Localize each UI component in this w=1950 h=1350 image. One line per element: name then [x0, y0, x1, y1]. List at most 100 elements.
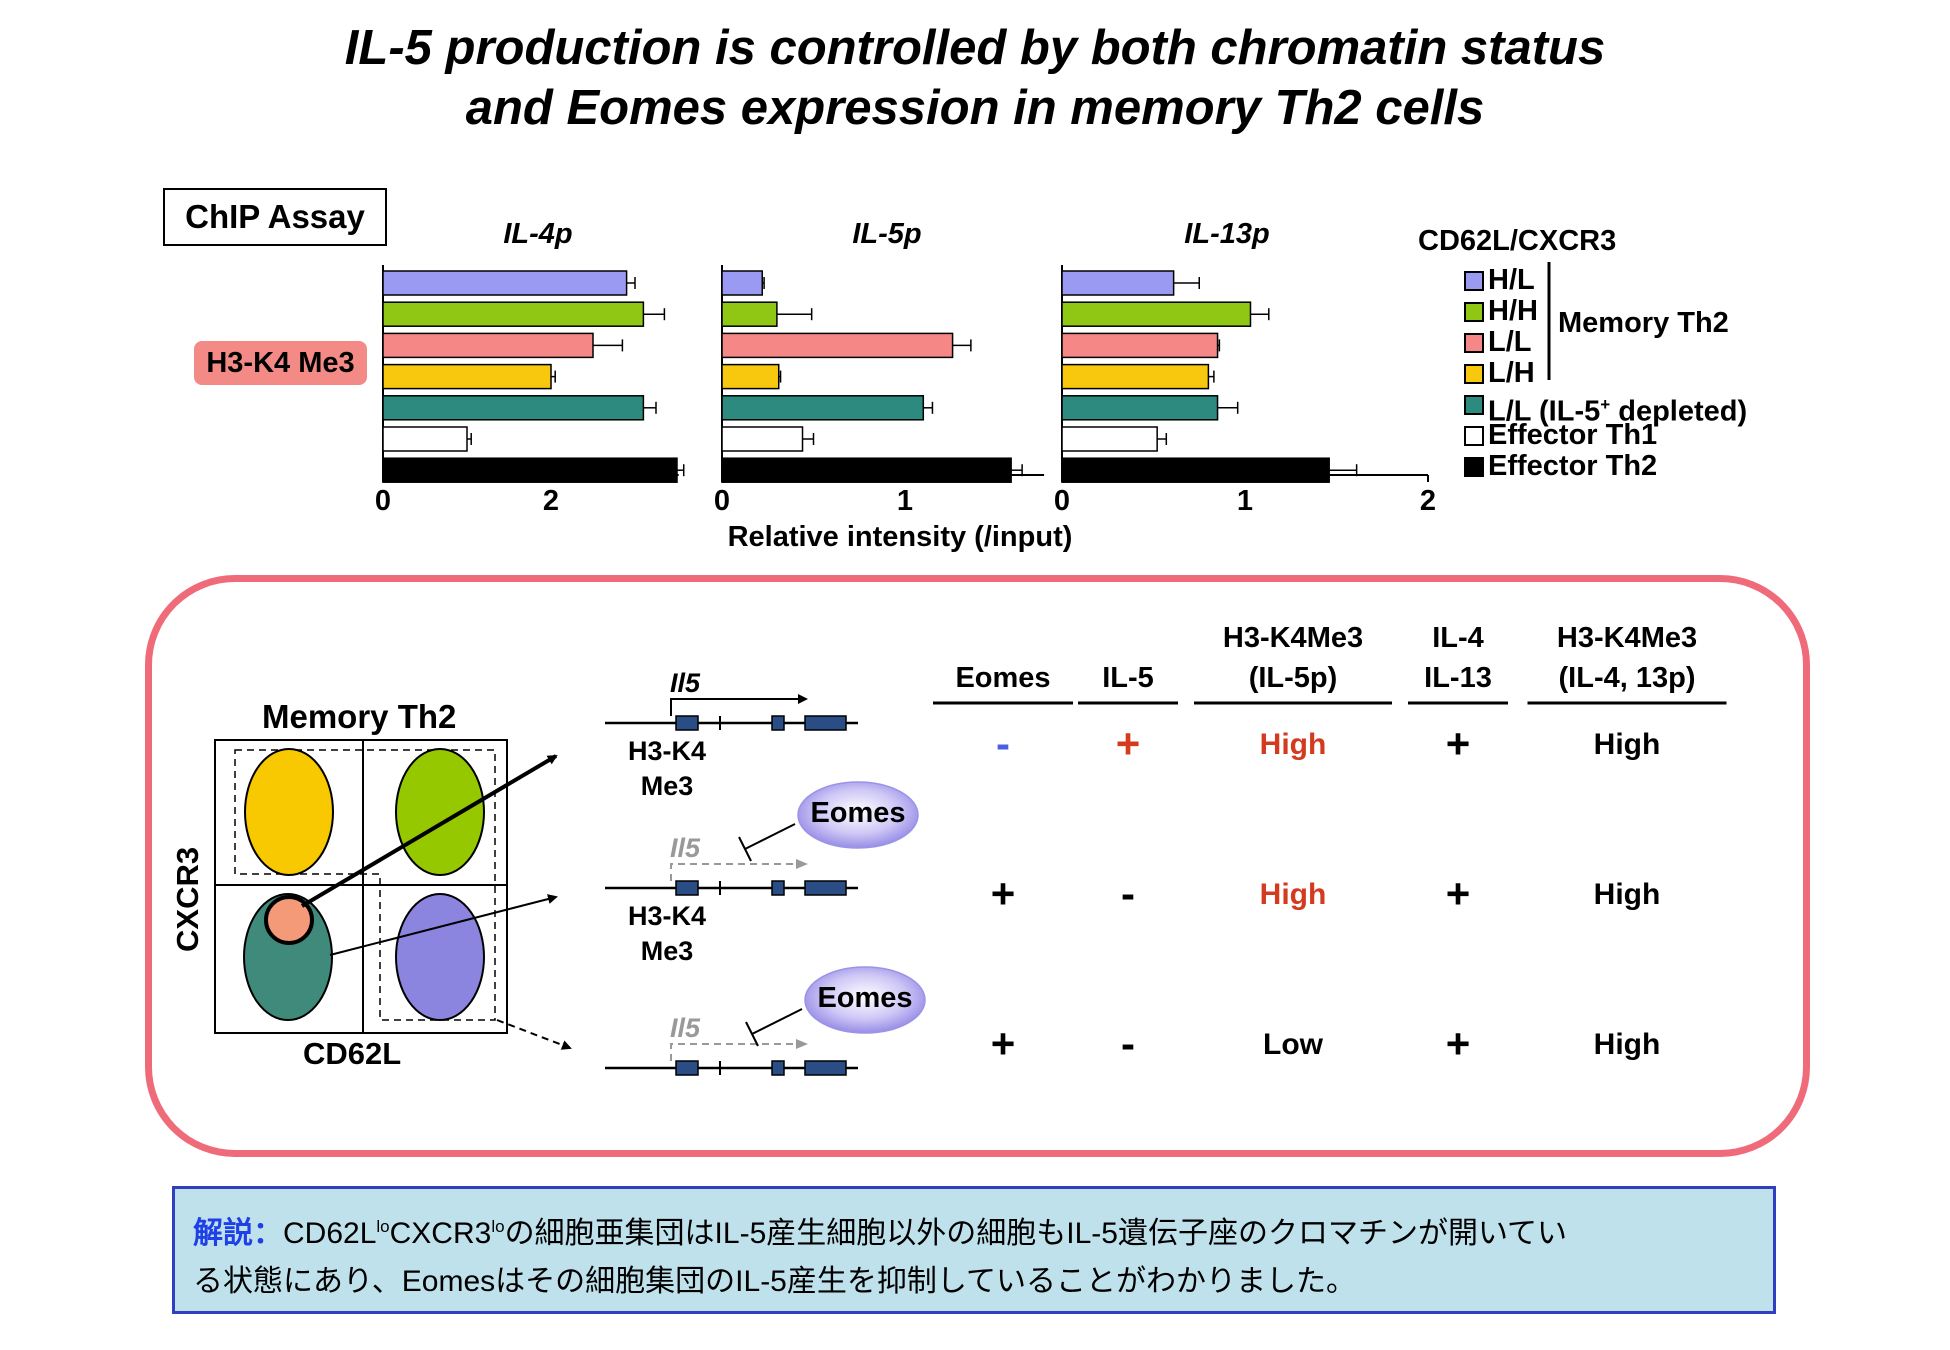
legend-label-text: Effector Th1	[1488, 419, 1658, 451]
legend-swatch	[1464, 364, 1484, 384]
il5-producer-subset	[264, 895, 314, 945]
blocked-transcription-arrow	[670, 859, 808, 881]
legend-label: L/L	[1488, 327, 1532, 358]
legend-label-text: L/L	[1488, 326, 1532, 358]
bar	[382, 395, 645, 421]
bar	[1061, 395, 1219, 421]
panel-title: IL-5p	[852, 218, 921, 250]
inhibition-bar	[738, 836, 752, 862]
inhibition-bar	[745, 1021, 759, 1047]
table-cell: -	[996, 720, 1010, 767]
legend-label-text: L/L (IL-5	[1488, 395, 1601, 428]
mark-line-2: Me3	[640, 771, 694, 801]
table-cell: High	[1593, 728, 1661, 761]
eomes-label: Eomes	[817, 982, 913, 1014]
legend-label-sup: +	[1600, 395, 1611, 414]
exon	[804, 1060, 847, 1076]
population-hl	[244, 748, 334, 876]
x-axis-label: Relative intensity (/input)	[728, 521, 1073, 553]
panel-title: IL-13p	[1184, 218, 1269, 250]
bar	[721, 301, 778, 327]
x-tick-label: 0	[1054, 485, 1070, 517]
legend-group-label: Memory Th2	[1558, 307, 1729, 339]
table-header: IL-5	[1018, 658, 1238, 698]
legend-swatch	[1464, 333, 1484, 353]
flow-y-axis-label: CXCR3	[170, 846, 205, 952]
table-header-line: IL-4	[1432, 622, 1484, 654]
panel-title: IL-4p	[503, 218, 572, 250]
legend-label-text: Effector Th2	[1488, 450, 1658, 482]
table-cell: High	[1593, 878, 1661, 911]
x-tick-label: 2	[1420, 485, 1436, 517]
legend-label: Effector Th1	[1488, 420, 1657, 451]
flow-plot-frame	[214, 739, 508, 1034]
note-text-1c: の細胞亜集団はIL-5産生細胞以外の細胞もIL-5遺伝子座のクロマチンが開いてい	[504, 1217, 1568, 1250]
exon	[771, 880, 785, 896]
eomes-repressor	[804, 966, 926, 1034]
table-header-line: (IL-4, 13p)	[1558, 662, 1696, 694]
legend-label: H/H	[1488, 296, 1538, 327]
table-cell: +	[1445, 870, 1471, 917]
note-text-1b: CXCR3	[389, 1217, 492, 1250]
bar	[721, 395, 925, 421]
blocked-transcription-arrow	[670, 1039, 808, 1061]
legend-label-tail: depleted)	[1610, 395, 1748, 428]
table-header: Eomes	[893, 658, 1113, 698]
legend-label: L/L (IL-5+ depleted)	[1488, 389, 1747, 428]
bar	[382, 426, 468, 452]
eomes-label: Eomes	[810, 797, 906, 829]
table-header-line: IL-13	[1424, 662, 1492, 694]
exon	[675, 715, 699, 731]
exon	[675, 1060, 699, 1076]
bar	[382, 363, 552, 390]
legend-swatch	[1464, 271, 1484, 291]
table-cell: +	[990, 1020, 1016, 1067]
gene-label: Il5	[670, 668, 701, 698]
legend-label: L/H	[1488, 358, 1535, 389]
h3k4me3-badge: H3-K4 Me3	[194, 341, 367, 385]
table-header-line: IL-5	[1102, 662, 1154, 694]
bar	[721, 457, 1012, 483]
bar	[1061, 363, 1210, 390]
note-sup-2: lo	[491, 1217, 505, 1236]
inhibition-line	[751, 1008, 803, 1035]
table-cell: +	[1445, 720, 1471, 767]
bar	[721, 332, 954, 359]
note-text-1a: CD62L	[283, 1217, 377, 1250]
table-header: H3-K4Me3 (IL-4, 13p)	[1517, 618, 1737, 698]
table-cell: High	[1259, 728, 1327, 761]
arrow-to-row2	[329, 894, 558, 956]
bar	[721, 270, 764, 296]
gene-label: Il5	[670, 833, 701, 863]
exon	[804, 880, 847, 896]
table-header-line: H3-K4Me3	[1556, 622, 1698, 654]
x-tick-label: 2	[543, 485, 559, 517]
table-cell: -	[1121, 870, 1135, 917]
table-header-line: H3-K4Me3	[1222, 622, 1364, 654]
mark-line-2: Me3	[640, 936, 694, 966]
table-header: H3-K4Me3 (IL-5p)	[1183, 618, 1403, 698]
table-cell: High	[1593, 1028, 1661, 1061]
exon	[804, 715, 847, 731]
table-cell: +	[1445, 1020, 1471, 1067]
population-hh	[395, 748, 485, 876]
legend-label-text: H/H	[1488, 295, 1538, 327]
bar	[1061, 426, 1158, 452]
legend-label-text: L/H	[1488, 357, 1535, 389]
arrow-to-row1	[300, 754, 558, 908]
bar	[1061, 332, 1219, 359]
note-sup-1: lo	[376, 1217, 390, 1236]
mark-line-1: H3-K4	[627, 901, 707, 931]
note-sep: ：	[253, 1217, 283, 1250]
legend-swatch	[1464, 426, 1484, 446]
table-header-line: (IL-5p)	[1248, 662, 1338, 694]
legend-swatch	[1464, 457, 1484, 477]
title-line-2: and Eomes expression in memory Th2 cells	[465, 81, 1485, 135]
bar	[721, 426, 804, 452]
x-tick-label: 1	[1237, 485, 1253, 517]
x-tick-label: 1	[897, 485, 913, 517]
